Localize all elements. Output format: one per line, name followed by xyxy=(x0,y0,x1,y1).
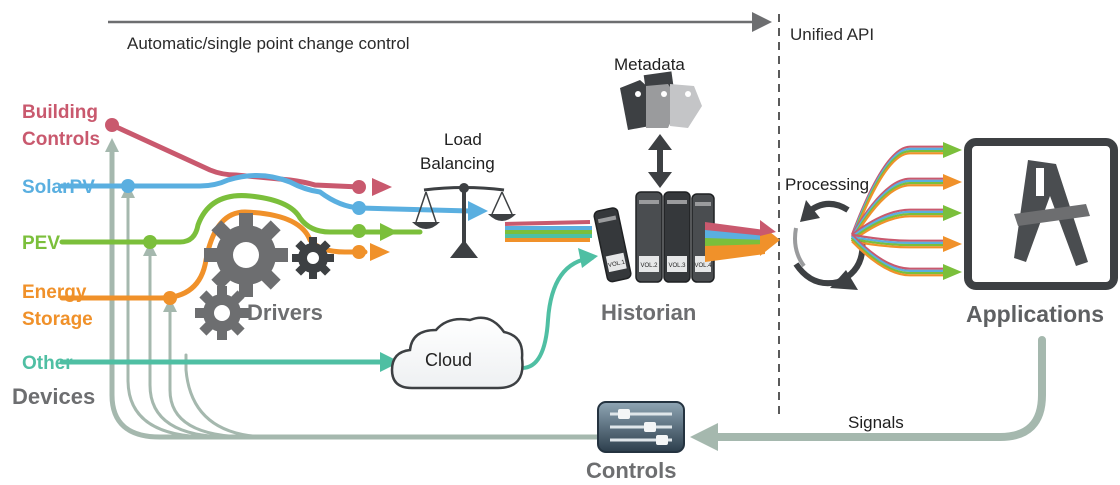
cloud-icon xyxy=(390,316,524,390)
book-label: VOL.4 xyxy=(694,263,712,269)
historian-books-icon: VOL.1 VOL.2 VOL.3 VOL.4 xyxy=(593,191,715,283)
automatic-control-arrow xyxy=(108,12,772,32)
scale-icon xyxy=(412,183,516,258)
device-label-energy-1: Energy xyxy=(22,282,87,303)
applications-icon xyxy=(964,138,1118,290)
historian-label: Historian xyxy=(601,300,696,325)
applications-label: Applications xyxy=(966,301,1104,327)
metadata-historian-arrow xyxy=(648,134,672,188)
fan-line xyxy=(851,233,962,252)
signals-label: Signals xyxy=(848,413,904,432)
controls-label: Controls xyxy=(586,458,676,483)
device-label-pev: PEV xyxy=(22,233,60,254)
device-nodes xyxy=(105,118,366,305)
signals-arrowhead xyxy=(690,423,718,451)
feedback-arrowheads xyxy=(105,138,177,312)
device-lines xyxy=(59,122,594,370)
drivers-label: Drivers xyxy=(247,300,323,325)
device-labels: Building Controls SolarPV PEV Energy Sto… xyxy=(12,102,100,409)
load-balancing-label-2: Balancing xyxy=(420,154,495,173)
book-3: VOL.3 xyxy=(663,191,691,283)
device-label-other: Other xyxy=(22,353,73,374)
unified-api-label: Unified API xyxy=(790,25,874,44)
load-to-historian-lines xyxy=(504,220,592,242)
device-arrowheads xyxy=(370,178,598,372)
book-label: VOL.3 xyxy=(668,263,686,269)
device-label-building-1: Building xyxy=(22,102,98,123)
devices-title: Devices xyxy=(12,384,95,409)
metadata-tags-icon xyxy=(620,71,702,130)
processing-cycle-icon xyxy=(793,200,866,290)
book-label: VOL.1 xyxy=(608,260,627,270)
load-balancing-label-1: Load xyxy=(444,130,482,149)
book-1: VOL.1 xyxy=(593,207,632,283)
historian-to-processing-lines xyxy=(705,220,780,262)
automatic-control-label: Automatic/single point change control xyxy=(127,34,410,53)
book-label: VOL.2 xyxy=(640,263,658,269)
device-label-energy-2: Storage xyxy=(22,309,93,330)
processing-label: Processing xyxy=(785,175,869,194)
processing-to-applications-lines xyxy=(850,142,962,280)
feedback-loop xyxy=(109,147,1046,441)
metadata-label: Metadata xyxy=(614,55,685,74)
device-label-solarpv: SolarPV xyxy=(22,177,95,198)
cloud-label: Cloud xyxy=(425,350,472,370)
fan-line xyxy=(851,233,962,280)
controls-sliders-icon xyxy=(597,401,685,453)
book-2: VOL.2 xyxy=(635,191,663,283)
gear-icon xyxy=(195,213,334,340)
fan-line xyxy=(850,142,962,242)
device-label-building-2: Controls xyxy=(22,129,100,150)
